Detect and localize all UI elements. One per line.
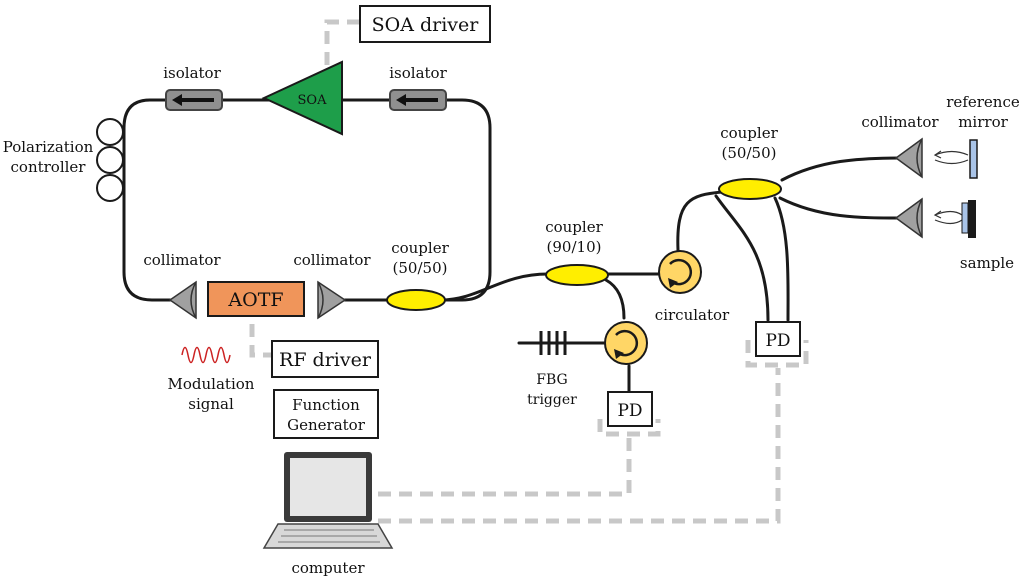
circulator-trigger	[604, 321, 648, 365]
soa-label: SOA	[298, 93, 328, 108]
collimator-left	[168, 280, 197, 320]
reference-arm-fiber	[780, 156, 902, 182]
reference-mirror	[969, 139, 978, 179]
modulation-signal-wave	[181, 346, 231, 364]
coupler-9010-label-2: (90/10)	[547, 238, 602, 256]
fbg-grating	[539, 331, 567, 355]
computer-label: computer	[292, 559, 366, 577]
beam-arrows	[933, 150, 969, 225]
soa-triangle	[261, 60, 343, 136]
coupler-to-pd-b	[773, 196, 790, 322]
fbg-label-1: FBG	[536, 372, 567, 388]
circulator-main	[658, 250, 702, 294]
pd-main-bracket	[745, 340, 809, 368]
coupler-5050-label-1: coupler	[391, 239, 449, 257]
isolator-right-label: isolator	[389, 64, 447, 82]
pd-trigger-box	[607, 391, 653, 427]
coupler-9010-label-1: coupler	[545, 218, 603, 236]
modulation-signal-label-1: Modulation	[168, 375, 255, 393]
circulator-label: circulator	[655, 306, 730, 324]
isolator-left	[165, 89, 223, 111]
pd-trigger-bracket	[597, 419, 661, 437]
sample-arm-fiber	[778, 196, 902, 220]
coupler-arm-label-2: (50/50)	[722, 144, 777, 162]
rf-driver-label: RF driver	[279, 349, 372, 371]
collimator-sample	[894, 197, 923, 239]
coupler-5050-ring	[386, 289, 446, 311]
collimator-reference	[894, 137, 923, 179]
pd-trigger-label: PD	[617, 401, 642, 421]
soa-driver-box	[359, 5, 491, 43]
fiber-paths	[122, 98, 902, 394]
soa-driver-line	[324, 19, 360, 80]
ring-left-fiber	[122, 98, 172, 302]
isolator-left-label: isolator	[163, 64, 221, 82]
coupler-5050-label-2: (50/50)	[393, 259, 448, 277]
pd-main-label: PD	[765, 331, 790, 351]
electrical-connections	[249, 19, 809, 524]
collimator-right-label: collimator	[293, 251, 371, 269]
ring-top-fiber	[148, 98, 492, 302]
sample-label: sample	[960, 254, 1014, 272]
fbg-label-2: trigger	[527, 392, 577, 408]
modulation-signal-label-2: signal	[188, 395, 234, 413]
computer-icon	[262, 452, 394, 549]
coupler-to-pd-a	[714, 194, 770, 322]
sample-block	[961, 200, 976, 238]
polarization-controller-label-1: Polarization	[3, 138, 94, 156]
soa-driver-label: SOA driver	[372, 14, 480, 36]
polarization-controller-label-2: controller	[11, 158, 87, 176]
aotf-label: AOTF	[227, 289, 283, 311]
collimator-right	[317, 280, 347, 320]
pd-main-box	[755, 321, 801, 357]
rf-driver-box	[271, 340, 379, 378]
reference-mirror-label-1: reference	[946, 93, 1020, 111]
aotf-rf-line	[249, 324, 272, 358]
function-generator-label-2: Generator	[287, 416, 366, 434]
collimator-left-label: collimator	[143, 251, 221, 269]
ring-output-fiber	[438, 272, 550, 302]
function-generator-box	[273, 389, 379, 439]
aotf-box	[207, 281, 305, 317]
circulator-to-arm-coupler	[676, 190, 724, 252]
coupler-9010-tap	[604, 278, 626, 320]
coupler-9010	[545, 264, 609, 286]
coupler-arm-label-1: coupler	[720, 124, 778, 142]
pd-main-to-computer-line	[378, 368, 781, 524]
isolator-right	[389, 89, 447, 111]
function-generator-label-1: Function	[292, 396, 360, 414]
reference-mirror-label-2: mirror	[958, 113, 1008, 131]
coupler-arm	[718, 178, 782, 200]
collimator-arm-label: collimator	[861, 113, 939, 131]
pd-trigger-to-computer-line	[378, 437, 632, 497]
polarization-controller	[96, 118, 124, 202]
